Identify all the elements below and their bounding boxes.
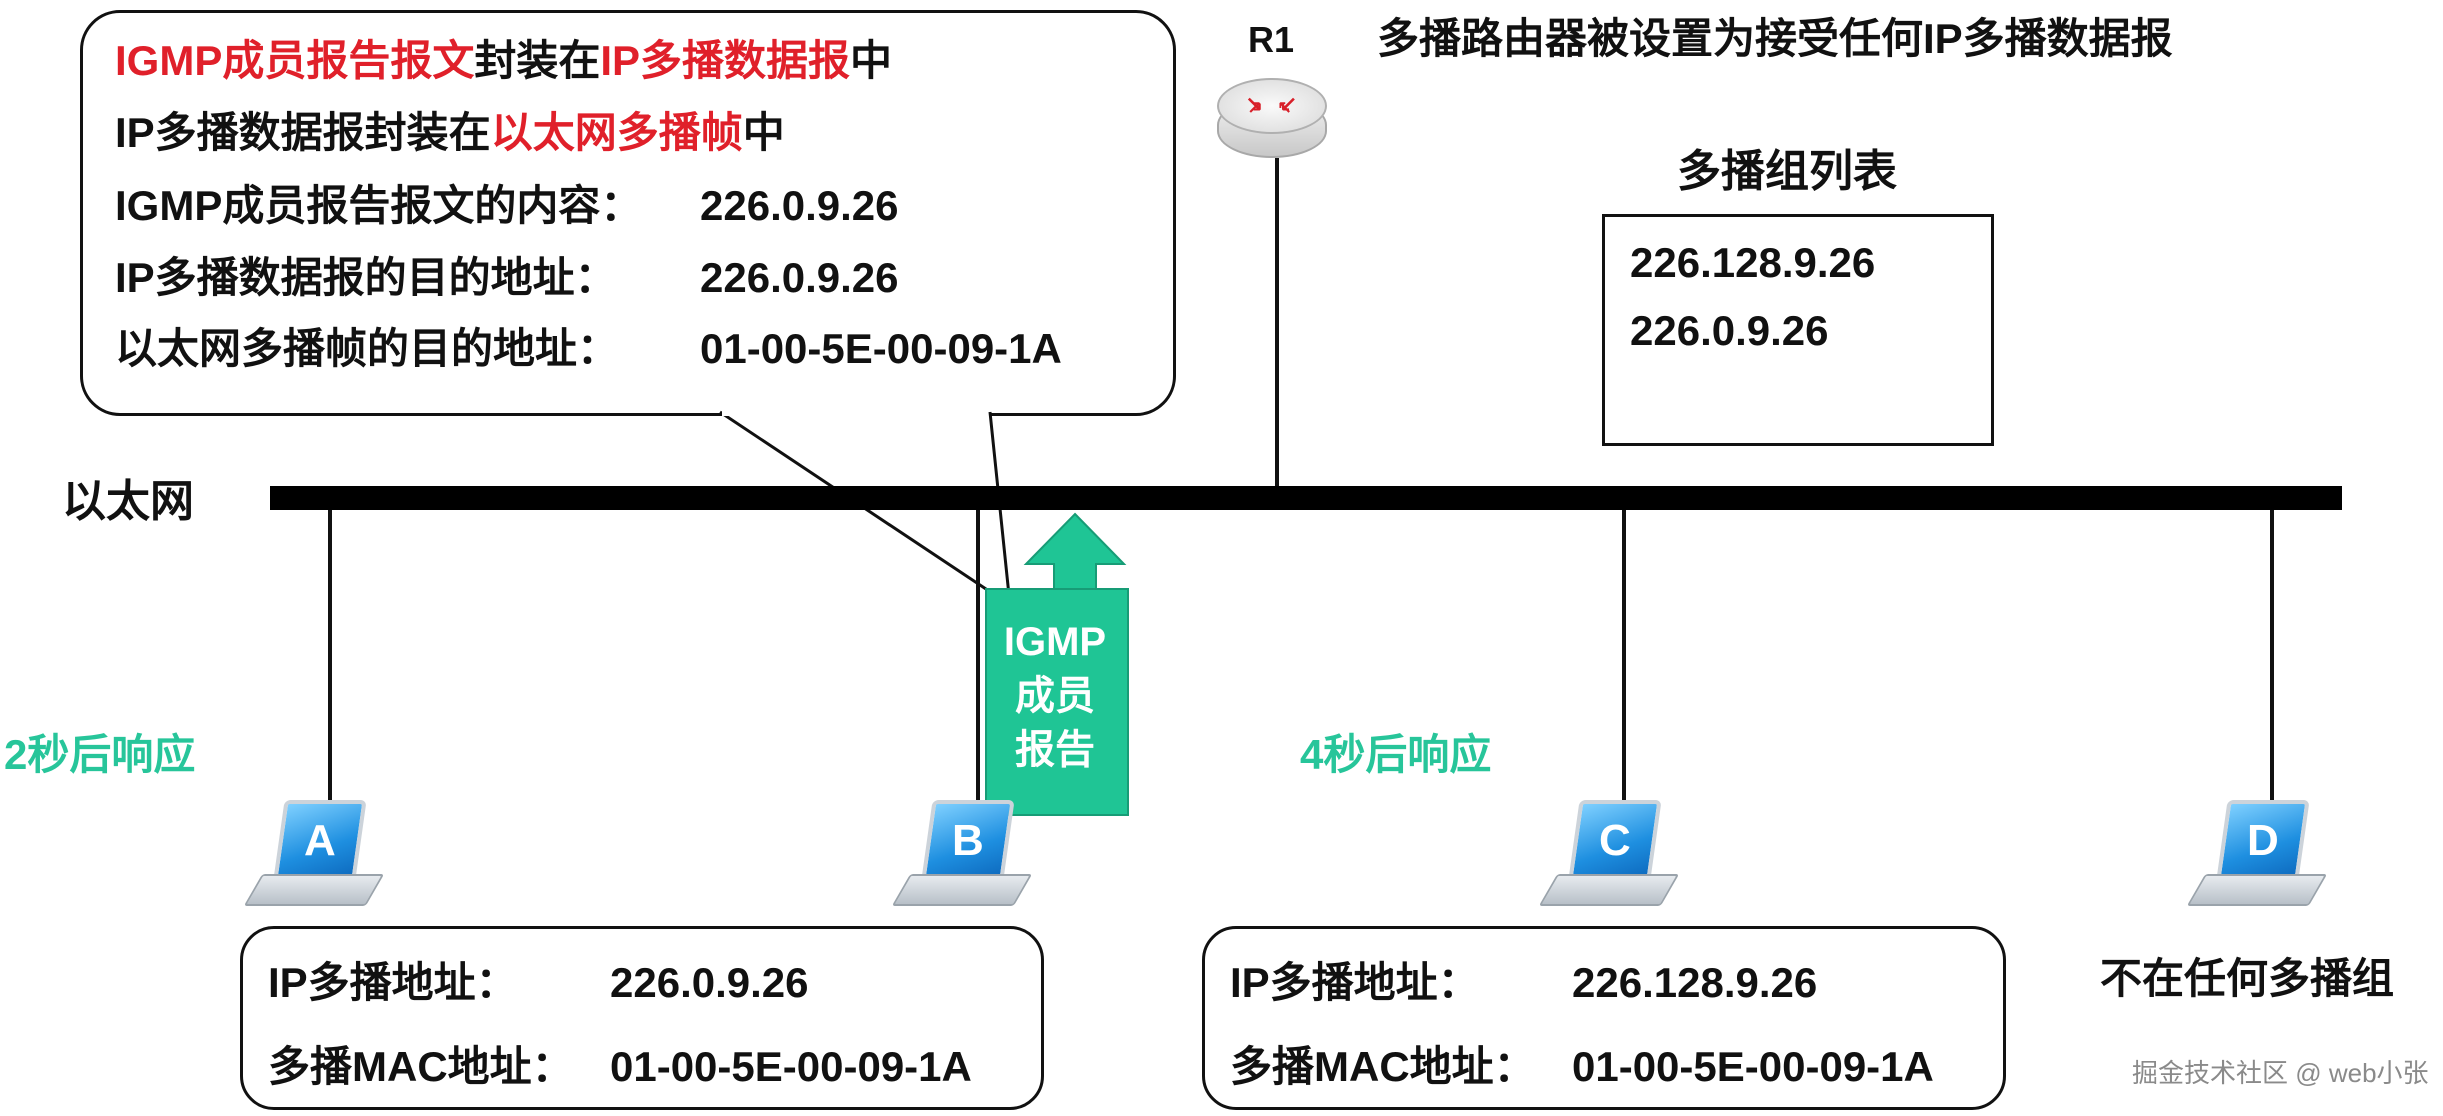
host-d-name: D bbox=[2246, 816, 2279, 865]
host-d-laptop-icon[interactable]: D bbox=[2186, 800, 2328, 920]
host-a-link bbox=[328, 510, 332, 800]
host-ab-info-box bbox=[240, 926, 1044, 1110]
host-c-link bbox=[1622, 510, 1626, 800]
host-c-info-box bbox=[1202, 926, 2006, 1110]
callout-value-3: 226.0.9.26 bbox=[700, 182, 899, 229]
host-c-name: C bbox=[1598, 816, 1631, 865]
host-ab-mac-label: 多播MAC地址： bbox=[268, 1043, 574, 1090]
callout-line-2: IP多播数据报封装在以太网多播帧中 bbox=[115, 109, 785, 156]
callout-line-4: IP多播数据报的目的地址： bbox=[115, 254, 617, 301]
host-b-laptop-icon[interactable]: B bbox=[891, 800, 1033, 920]
packet-text-line-2: 成员 bbox=[1015, 674, 1095, 718]
host-b-name: B bbox=[951, 816, 984, 865]
host-ab-ip-label: IP多播地址： bbox=[268, 959, 518, 1006]
host-c-ip-label: IP多播地址： bbox=[1230, 959, 1480, 1006]
host-d-link bbox=[2270, 510, 2274, 800]
host-d-note: 不在任何多播组 bbox=[2100, 955, 2395, 1002]
router-icon: ↘ ↙ ↗ ↖ bbox=[1217, 78, 1327, 158]
router-name: R1 bbox=[1248, 19, 1295, 60]
group-list-entry: 226.0.9.26 bbox=[1630, 307, 1829, 354]
host-c-mac-value: 01-00-5E-00-09-1A bbox=[1572, 1043, 1934, 1090]
host-c-ip-value: 226.128.9.26 bbox=[1572, 959, 1818, 1006]
timer-left: 2秒后响应 bbox=[4, 731, 196, 778]
callout-line-1: IGMP成员报告报文封装在IP多播数据报中 bbox=[115, 37, 893, 84]
group-list-entry: 226.128.9.26 bbox=[1630, 239, 1876, 286]
ethernet-label: 以太网 bbox=[62, 477, 194, 526]
timer-right: 4秒后响应 bbox=[1300, 731, 1492, 778]
callout-line-5: 以太网多播帧的目的地址： bbox=[115, 325, 620, 372]
host-ab-ip-value: 226.0.9.26 bbox=[610, 959, 809, 1006]
watermark: 掘金技术社区 @ web小张 bbox=[2132, 1058, 2429, 1088]
host-b-link bbox=[976, 510, 980, 800]
ethernet-bus bbox=[270, 486, 2342, 510]
host-ab-mac-value: 01-00-5E-00-09-1A bbox=[610, 1043, 972, 1090]
host-c-laptop-icon[interactable]: C bbox=[1538, 800, 1680, 920]
callout-value-4: 226.0.9.26 bbox=[700, 254, 899, 301]
callout-line-3: IGMP成员报告报文的内容： bbox=[115, 182, 643, 229]
igmp-report-packet bbox=[985, 588, 1129, 816]
group-list-title: 多播组列表 bbox=[1677, 147, 1897, 196]
host-a-name: A bbox=[303, 816, 336, 865]
packet-text-line-3: 报告 bbox=[1015, 728, 1095, 772]
igmp-report-arrow bbox=[1023, 512, 1127, 590]
router-link bbox=[1275, 158, 1279, 496]
callout-igmp-report: IGMP成员报告报文 bbox=[115, 37, 475, 84]
router-note: 多播路由器被设置为接受任何IP多播数据报 bbox=[1377, 15, 2173, 62]
packet-text-line-1: IGMP bbox=[1003, 620, 1107, 664]
host-c-mac-label: 多播MAC地址： bbox=[1230, 1043, 1536, 1090]
callout-bubble bbox=[80, 10, 1176, 416]
group-list-box bbox=[1602, 214, 1994, 446]
callout-value-5: 01-00-5E-00-09-1A bbox=[700, 325, 1062, 372]
host-a-laptop-icon[interactable]: A bbox=[243, 800, 385, 920]
